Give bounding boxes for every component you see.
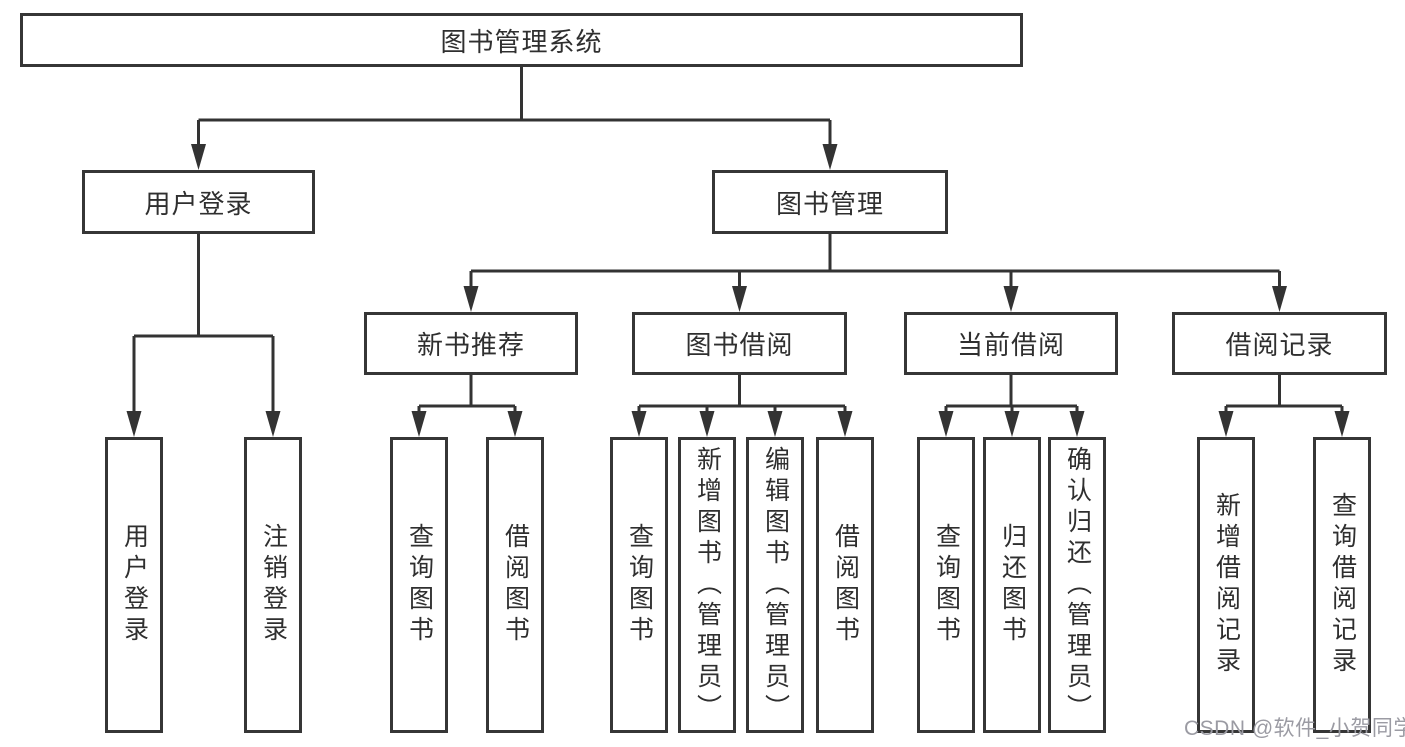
arrowhead <box>126 411 142 437</box>
node-cb-confirm-return-admin: 确认归还（管理员） <box>1048 437 1106 733</box>
node-bb-add-books-admin-label: 新增图书（管理员） <box>693 445 722 725</box>
node-current-borrowing-label: 当前借阅 <box>956 330 1065 360</box>
connector-bookborrow-to-children <box>631 374 853 437</box>
node-cb-return-books-label: 归还图书 <box>998 523 1027 647</box>
arrowhead <box>463 286 479 312</box>
node-current-borrowing: 当前借阅 <box>904 312 1118 375</box>
arrowhead <box>767 411 783 437</box>
node-nbr-borrow-books: 借阅图书 <box>486 437 544 733</box>
node-br-add-record-label: 新增借阅记录 <box>1212 492 1241 678</box>
node-borrowing-records: 借阅记录 <box>1172 312 1387 375</box>
node-user-login: 用户登录 <box>105 437 163 733</box>
arrowhead <box>732 286 747 312</box>
arrowhead <box>1004 411 1020 437</box>
node-logout: 注销登录 <box>244 437 302 733</box>
connector-bookmgmt-to-level3 <box>463 233 1287 312</box>
connector-borrowrecords-to-children <box>1218 374 1350 437</box>
node-user-login-group: 用户登录 <box>82 170 315 234</box>
node-bb-borrow-books: 借阅图书 <box>816 437 874 733</box>
node-cb-query-books: 查询图书 <box>917 437 975 733</box>
node-bb-edit-books-admin-label: 编辑图书（管理员） <box>761 445 790 725</box>
node-bb-add-books-admin: 新增图书（管理员） <box>678 437 736 733</box>
node-nbr-query-books: 查询图书 <box>390 437 448 733</box>
arrowhead <box>1334 411 1350 437</box>
node-user-login-label: 用户登录 <box>120 523 149 647</box>
node-bb-borrow-books-label: 借阅图书 <box>831 523 860 647</box>
node-user-login-group-label: 用户登录 <box>144 188 253 219</box>
node-nbr-borrow-books-label: 借阅图书 <box>501 523 530 647</box>
arrowhead <box>411 411 427 437</box>
node-root-label: 图书管理系统 <box>440 26 603 57</box>
connector-login-to-children <box>126 233 281 437</box>
node-cb-query-books-label: 查询图书 <box>932 523 961 647</box>
arrowhead <box>822 144 838 170</box>
node-book-management-label: 图书管理 <box>775 188 884 219</box>
connector-root-to-level2 <box>191 66 838 170</box>
node-br-add-record: 新增借阅记录 <box>1197 437 1255 733</box>
node-bb-query-books-label: 查询图书 <box>625 523 654 647</box>
arrowhead <box>938 411 954 437</box>
arrowhead <box>631 411 647 437</box>
csdn-watermark: CSDN @软件_小贺同学 <box>1184 717 1405 740</box>
arrowhead <box>507 411 523 437</box>
arrowhead <box>265 411 281 437</box>
node-book-borrowing-label: 图书借阅 <box>685 330 794 360</box>
node-borrowing-records-label: 借阅记录 <box>1225 330 1334 360</box>
arrowhead <box>699 411 715 437</box>
arrowhead <box>191 144 206 170</box>
connector-currentborrow-to-children <box>938 374 1085 437</box>
node-cb-return-books: 归还图书 <box>983 437 1041 733</box>
node-cb-confirm-return-admin-label: 确认归还（管理员） <box>1063 445 1092 725</box>
node-new-book-recommend: 新书推荐 <box>364 312 578 375</box>
node-nbr-query-books-label: 查询图书 <box>405 523 434 647</box>
node-bb-query-books: 查询图书 <box>610 437 668 733</box>
node-root: 图书管理系统 <box>20 13 1023 67</box>
node-logout-label: 注销登录 <box>259 523 288 647</box>
node-book-management: 图书管理 <box>712 170 948 234</box>
arrowhead <box>1003 286 1019 312</box>
node-br-query-record-label: 查询借阅记录 <box>1328 492 1357 678</box>
connector-newbookrec-to-children <box>411 374 523 437</box>
node-bb-edit-books-admin: 编辑图书（管理员） <box>746 437 804 733</box>
arrowhead <box>1069 411 1085 437</box>
arrowhead <box>837 411 853 437</box>
node-book-borrowing: 图书借阅 <box>632 312 847 375</box>
arrowhead <box>1272 286 1287 312</box>
arrowhead <box>1218 411 1234 437</box>
node-new-book-recommend-label: 新书推荐 <box>416 330 525 360</box>
node-br-query-record: 查询借阅记录 <box>1313 437 1371 733</box>
